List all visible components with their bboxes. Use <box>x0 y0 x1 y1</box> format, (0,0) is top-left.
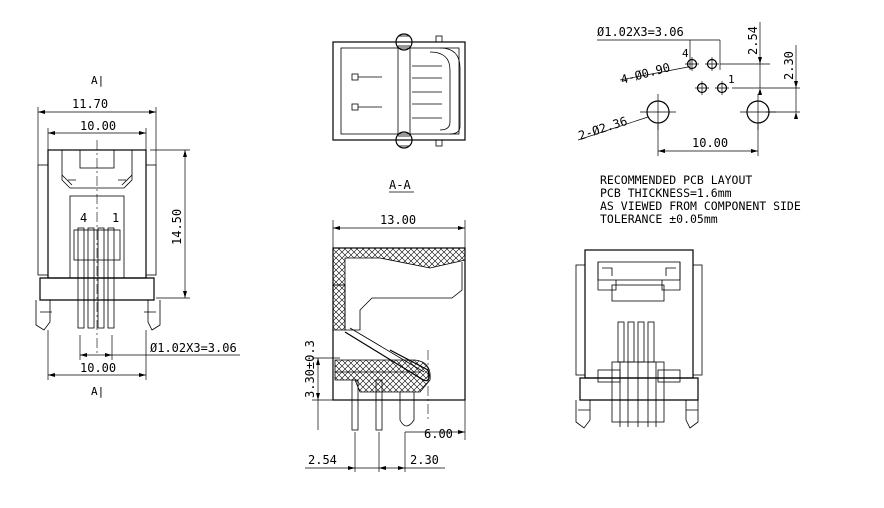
dim-bottom-pitch: 2.54 2.30 <box>305 432 445 472</box>
svg-text:14.50: 14.50 <box>170 209 184 245</box>
dim-bottom-width: 10.00 <box>47 330 147 380</box>
pin-label-4: 4 <box>80 211 87 225</box>
svg-text:10.00: 10.00 <box>80 361 116 375</box>
pcb-layout: Ø1.02X3=3.06 4 1 4-Ø0.90 2-Ø2.36 <box>577 22 800 156</box>
svg-text:Ø1.02X3=3.06: Ø1.02X3=3.06 <box>150 341 237 355</box>
svg-text:2.54: 2.54 <box>746 26 760 55</box>
dim-height: 14.50 <box>150 149 190 299</box>
note-line-3: AS VIEWED FROM COMPONENT SIDE <box>600 199 801 213</box>
mounting-post-top <box>395 33 413 51</box>
svg-text:2.54: 2.54 <box>308 453 337 467</box>
rear-view <box>575 249 703 429</box>
svg-text:6.00: 6.00 <box>424 427 453 441</box>
pcb-dim-pitch: Ø1.02X3=3.06 <box>597 25 684 39</box>
svg-text:10.00: 10.00 <box>692 136 728 150</box>
svg-text:1: 1 <box>728 73 735 86</box>
note-line-4: TOLERANCE ±0.05mm <box>600 212 718 226</box>
section-view: A-A 13.00 3.30 <box>303 178 466 472</box>
dim-pin-pitch: Ø1.02X3=3.06 <box>79 335 240 360</box>
rear-pins <box>611 321 665 427</box>
dim-overall-width: 11.70 <box>37 97 157 165</box>
pcb-dim-span: 10.00 <box>657 124 759 156</box>
dim-depth: 13.00 <box>332 213 466 250</box>
svg-text:4-Ø0.90: 4-Ø0.90 <box>619 60 671 87</box>
svg-text:11.70: 11.70 <box>72 97 108 111</box>
note-line-1: RECOMMENDED PCB LAYOUT <box>600 173 752 187</box>
section-mark-bottom: A| <box>91 385 104 398</box>
svg-text:13.00: 13.00 <box>380 213 416 227</box>
mounting-post-bottom <box>395 131 413 149</box>
top-view <box>332 33 466 149</box>
pcb-large-holes <box>640 94 776 130</box>
note-line-2: PCB THICKNESS=1.6mm <box>600 186 732 200</box>
svg-text:2.30: 2.30 <box>410 453 439 467</box>
svg-text:10.00: 10.00 <box>80 119 116 133</box>
layout-notes: RECOMMENDED PCB LAYOUT PCB THICKNESS=1.6… <box>600 173 801 226</box>
svg-text:3.30±0.3: 3.30±0.3 <box>303 340 317 398</box>
section-mark-top: A| <box>91 74 104 87</box>
svg-text:2.30: 2.30 <box>782 51 796 80</box>
front-view: A| 11.70 10.00 <box>35 74 240 398</box>
svg-text:2-Ø2.36: 2-Ø2.36 <box>577 114 629 143</box>
pcb-dim-vertical: 2.54 2.30 <box>720 22 800 119</box>
svg-text:4: 4 <box>682 47 689 60</box>
pcb-small-holes <box>685 57 729 95</box>
dim-3-30: 3.30±0.3 <box>303 340 340 430</box>
pin-label-1: 1 <box>112 211 119 225</box>
section-title: A-A <box>389 178 411 192</box>
dim-6-00: 6.00 <box>405 400 466 441</box>
dim-body-width: 10.00 <box>47 119 147 152</box>
